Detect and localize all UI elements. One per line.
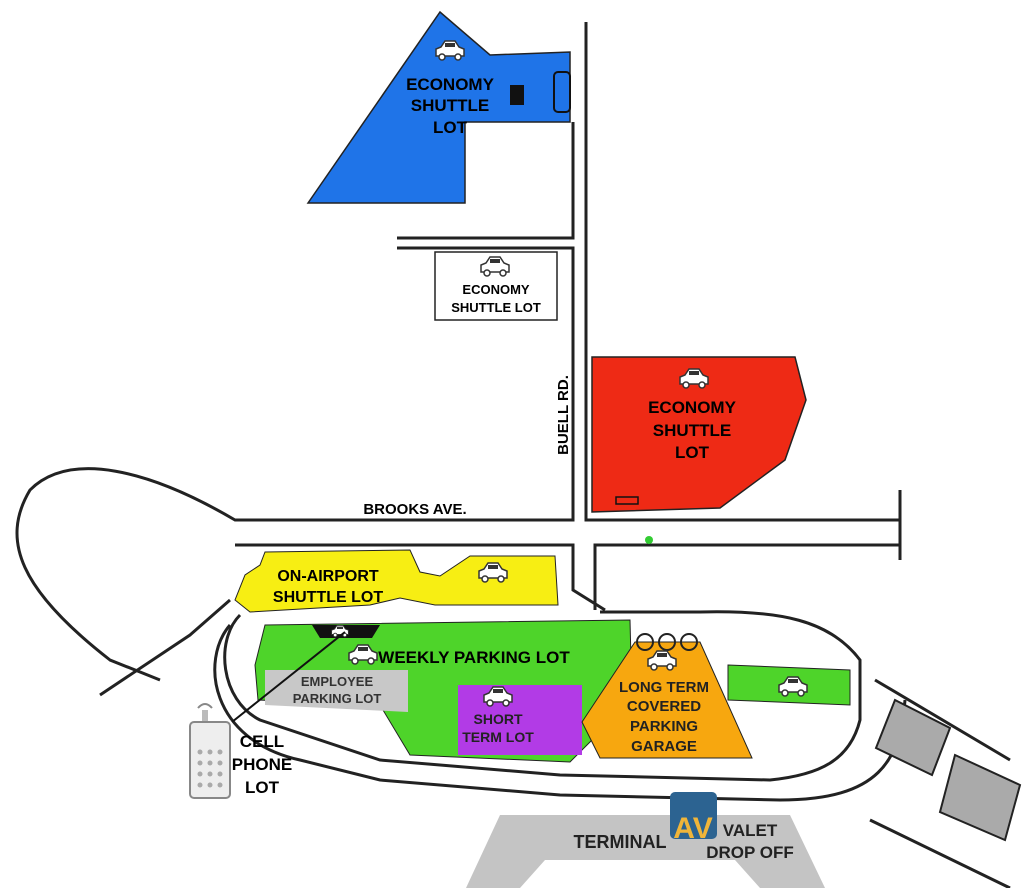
economy-shuttle-lot-small[interactable]: ECONOMY SHUTTLE LOT	[434, 251, 558, 321]
location-dot	[645, 536, 653, 544]
employee-parking-lot[interactable]: EMPLOYEE PARKING LOT	[265, 670, 408, 712]
valet-label: VALET	[723, 821, 778, 840]
lot-label: EMPLOYEE	[301, 674, 374, 689]
lot-label: GARAGE	[631, 738, 697, 755]
lot-label: PHONE	[232, 755, 292, 774]
on-airport-shuttle-lot[interactable]: ON-AIRPORT SHUTTLE LOT	[234, 549, 559, 613]
lot-label: SHUTTLE LOT	[451, 300, 541, 315]
cell-phone-lot[interactable]: CELL PHONE LOT	[189, 631, 346, 799]
building-marker	[510, 85, 524, 105]
lot-label: PARKING LOT	[293, 691, 382, 706]
terminal[interactable]: TERMINAL	[466, 815, 825, 888]
short-term-lot[interactable]: SHORT TERM LOT	[458, 685, 582, 755]
valet-logo-text: AV	[673, 812, 712, 845]
terminal-label: TERMINAL	[574, 832, 667, 852]
lot-label: ECONOMY	[462, 282, 530, 297]
cell-phone-icon	[189, 703, 231, 799]
lot-label: PARKING	[630, 718, 698, 735]
green-lot-east[interactable]	[727, 664, 851, 706]
lot-label: SHUTTLE	[411, 96, 489, 115]
economy-shuttle-lot-east[interactable]: ECONOMY SHUTTLE LOT	[591, 356, 807, 513]
lot-label: ECONOMY	[648, 398, 737, 417]
lot-label: ECONOMY	[406, 75, 495, 94]
economy-shuttle-lot-north[interactable]: ECONOMY SHUTTLE LOT	[306, 10, 571, 204]
valet-label: DROP OFF	[706, 843, 794, 862]
entrance-marker	[553, 71, 571, 113]
lot-label: ON-AIRPORT	[277, 568, 379, 585]
long-term-covered-parking-garage[interactable]: LONG TERM COVERED PARKING GARAGE	[581, 633, 753, 759]
lot-label: TERM LOT	[462, 729, 534, 745]
lot-label: LONG TERM	[619, 679, 709, 696]
valet-drop-off[interactable]: AV VALET DROP OFF	[670, 792, 794, 862]
lot-label: SHORT	[474, 711, 523, 727]
lot-label: SHUTTLE LOT	[273, 589, 383, 606]
valet-logo	[670, 792, 717, 839]
brooks-ave-label: BROOKS AVE.	[363, 501, 466, 518]
lot-label: SHUTTLE	[653, 421, 731, 440]
lot-label: LOT	[675, 443, 710, 462]
lot-label: LOT	[433, 118, 468, 137]
lot-label: WEEKLY PARKING LOT	[378, 648, 570, 667]
lot-label: COVERED	[627, 698, 701, 715]
lot-label: CELL	[240, 732, 284, 751]
lot-label: LOT	[245, 778, 280, 797]
buell-rd-label: BUELL RD.	[555, 375, 572, 455]
terminal-buildings	[874, 698, 1022, 842]
